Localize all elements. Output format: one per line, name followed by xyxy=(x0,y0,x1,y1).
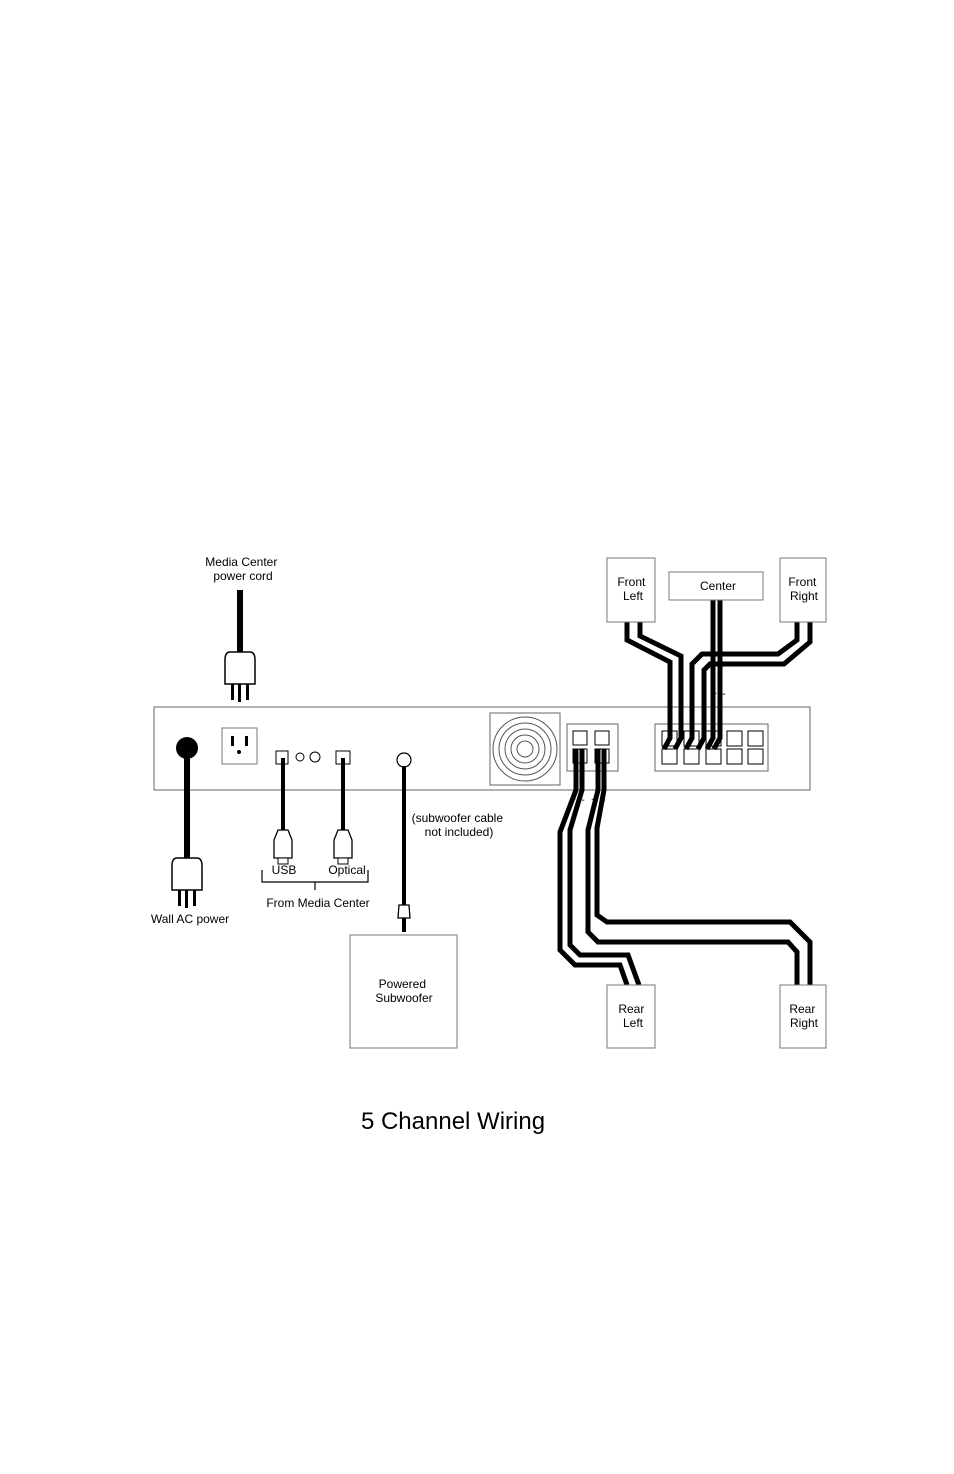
subwoofer-jack-icon xyxy=(397,753,411,767)
svg-text:-: - xyxy=(722,689,725,700)
ac-outlet-icon xyxy=(222,728,257,764)
svg-text:+: + xyxy=(591,795,597,806)
subwoofer-note: (subwoofer cable not included) xyxy=(412,811,507,839)
diagram-caption: 5 Channel Wiring xyxy=(361,1108,545,1135)
center-label: Center xyxy=(700,579,736,593)
optical-label: Optical xyxy=(328,863,365,877)
power-plug-icon xyxy=(225,652,255,702)
rear-right-label: Rear Right xyxy=(789,1002,818,1030)
from-media-center-label: From Media Center xyxy=(266,896,369,910)
svg-text:-: - xyxy=(701,689,704,700)
usb-connector-icon xyxy=(274,830,292,864)
powered-subwoofer-label: Powered Subwoofer xyxy=(375,977,432,1005)
indicator-dot-icon xyxy=(310,752,320,762)
media-center-cord-label: Media Center power cord xyxy=(205,555,280,583)
rca-connector-icon xyxy=(398,905,410,932)
svg-text:+: + xyxy=(711,689,717,700)
front-right-label: Front Right xyxy=(788,575,819,603)
svg-text:-: - xyxy=(679,689,682,700)
front-polarity-labels: + - + - + - xyxy=(667,689,726,700)
wall-ac-power-label: Wall AC power xyxy=(151,912,229,926)
svg-text:-: - xyxy=(581,795,584,806)
svg-text:-: - xyxy=(602,795,605,806)
power-plug-icon xyxy=(172,858,202,908)
svg-text:+: + xyxy=(689,689,695,700)
indicator-dot-icon xyxy=(296,753,304,761)
svg-text:+: + xyxy=(570,795,576,806)
usb-label: USB xyxy=(272,863,297,877)
fan-grille-icon xyxy=(490,713,560,785)
optical-connector-icon xyxy=(334,830,352,864)
svg-text:+: + xyxy=(667,689,673,700)
